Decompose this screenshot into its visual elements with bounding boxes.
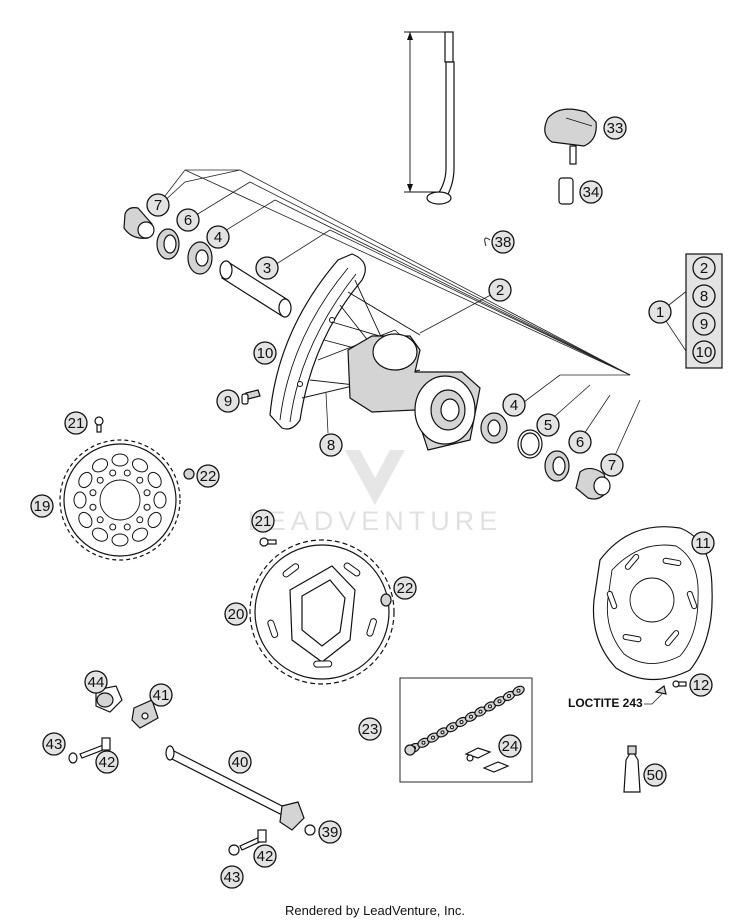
chain [399, 677, 533, 783]
callout-label: 7 [608, 457, 616, 474]
callout-11: 11 [691, 531, 715, 555]
loctite-label: LOCTITE 243 [568, 696, 643, 710]
callout-label: 24 [502, 738, 519, 755]
callout-3: 3 [255, 256, 279, 280]
callout-label: 23 [362, 721, 379, 738]
callout-21: 21 [64, 411, 88, 435]
callout-label: 19 [34, 498, 51, 515]
callout-label: 4 [214, 229, 222, 246]
left-hub-parts [123, 207, 292, 318]
callout-label: 6 [576, 434, 584, 451]
sprocket-20 [249, 537, 395, 685]
right-hub-parts [480, 412, 611, 500]
callout-10: 10 [253, 341, 277, 365]
callout-34: 34 [579, 180, 603, 204]
callout-38: 38 [491, 230, 515, 254]
callout-39: 39 [318, 820, 342, 844]
callout-label: 3 [263, 260, 271, 277]
callout-5: 5 [536, 413, 560, 437]
callout-label: 33 [607, 120, 624, 137]
callout-label: 34 [583, 184, 600, 201]
callout-label: 22 [200, 468, 217, 485]
callout-21: 21 [251, 509, 275, 533]
callout-42: 42 [95, 750, 119, 774]
callout-label: 43 [46, 736, 63, 753]
callout-9: 9 [216, 389, 240, 413]
callout-33: 33 [603, 116, 627, 140]
callout-label: 10 [696, 344, 713, 361]
callout-label: 39 [322, 824, 339, 841]
callout-12: 12 [689, 673, 713, 697]
callout-label: 2 [700, 260, 708, 277]
kit-box: 2 8 9 10 [685, 253, 723, 369]
callout-label: 6 [184, 212, 192, 229]
callout-label: 42 [257, 848, 274, 865]
sprocket-19 [59, 416, 195, 561]
callout-43: 43 [42, 732, 66, 756]
callout-label: 9 [700, 316, 708, 333]
callout-40: 40 [228, 750, 252, 774]
callout-43: 43 [220, 865, 244, 889]
callout-label: 8 [327, 437, 335, 454]
axle-assembly [68, 685, 316, 856]
callout-44: 44 [84, 670, 108, 694]
callout-label: 4 [510, 397, 518, 414]
callout-23: 23 [358, 717, 382, 741]
callout-label: 41 [153, 687, 170, 704]
watermark-text: LEADVENTURE [248, 506, 503, 536]
callout-label: 22 [397, 580, 414, 597]
callout-7: 7 [600, 453, 624, 477]
callout-22: 22 [393, 576, 417, 600]
callout-label: 40 [232, 754, 249, 771]
callout-label: 38 [495, 234, 512, 251]
circlip [484, 237, 491, 247]
callout-2: 2 [488, 278, 512, 302]
callout-label: 21 [255, 513, 272, 530]
callout-label: 50 [647, 767, 664, 784]
callout-7: 7 [146, 193, 170, 217]
callout-22: 22 [196, 464, 220, 488]
kit-item-2: 2 [692, 256, 716, 280]
callout-label: 21 [68, 415, 85, 432]
callout-label: 11 [695, 535, 711, 552]
callout-label: 12 [693, 677, 710, 694]
footer-credit: Rendered by LeadVenture, Inc. [285, 903, 465, 918]
spoke-nipple [241, 389, 261, 405]
callout-label: 1 [656, 304, 664, 321]
callout-6: 6 [568, 430, 592, 454]
callout-label: 2 [496, 282, 504, 299]
callout-8: 8 [319, 433, 343, 457]
callout-label: 10 [257, 345, 274, 362]
callout-label: 20 [228, 606, 245, 623]
kit-item-9: 9 [692, 312, 716, 336]
spoke [404, 31, 455, 205]
callout-4: 4 [502, 393, 526, 417]
callout-41: 41 [149, 683, 173, 707]
callout-6: 6 [176, 208, 200, 232]
wheel-assembly [269, 253, 481, 451]
callout-label: 42 [99, 754, 116, 771]
callout-20: 20 [224, 602, 248, 626]
callout-1: 1 [648, 300, 672, 324]
callout-label: 44 [88, 674, 105, 691]
kit-item-10: 10 [692, 340, 716, 364]
callout-50: 50 [643, 763, 667, 787]
callout-label: 43 [224, 869, 241, 886]
callout-42: 42 [253, 844, 277, 868]
kit-item-8: 8 [692, 284, 716, 308]
callout-label: 7 [154, 197, 162, 214]
callout-label: 9 [224, 393, 232, 410]
rim-lock [544, 108, 597, 205]
grease-tube [623, 745, 641, 793]
callout-4: 4 [206, 225, 230, 249]
watermark: LEADVENTURE [248, 450, 503, 536]
callout-label: 5 [544, 417, 552, 434]
callout-19: 19 [30, 494, 54, 518]
callout-label: 8 [700, 288, 708, 305]
brake-disc [592, 526, 713, 695]
callout-24: 24 [498, 734, 522, 758]
